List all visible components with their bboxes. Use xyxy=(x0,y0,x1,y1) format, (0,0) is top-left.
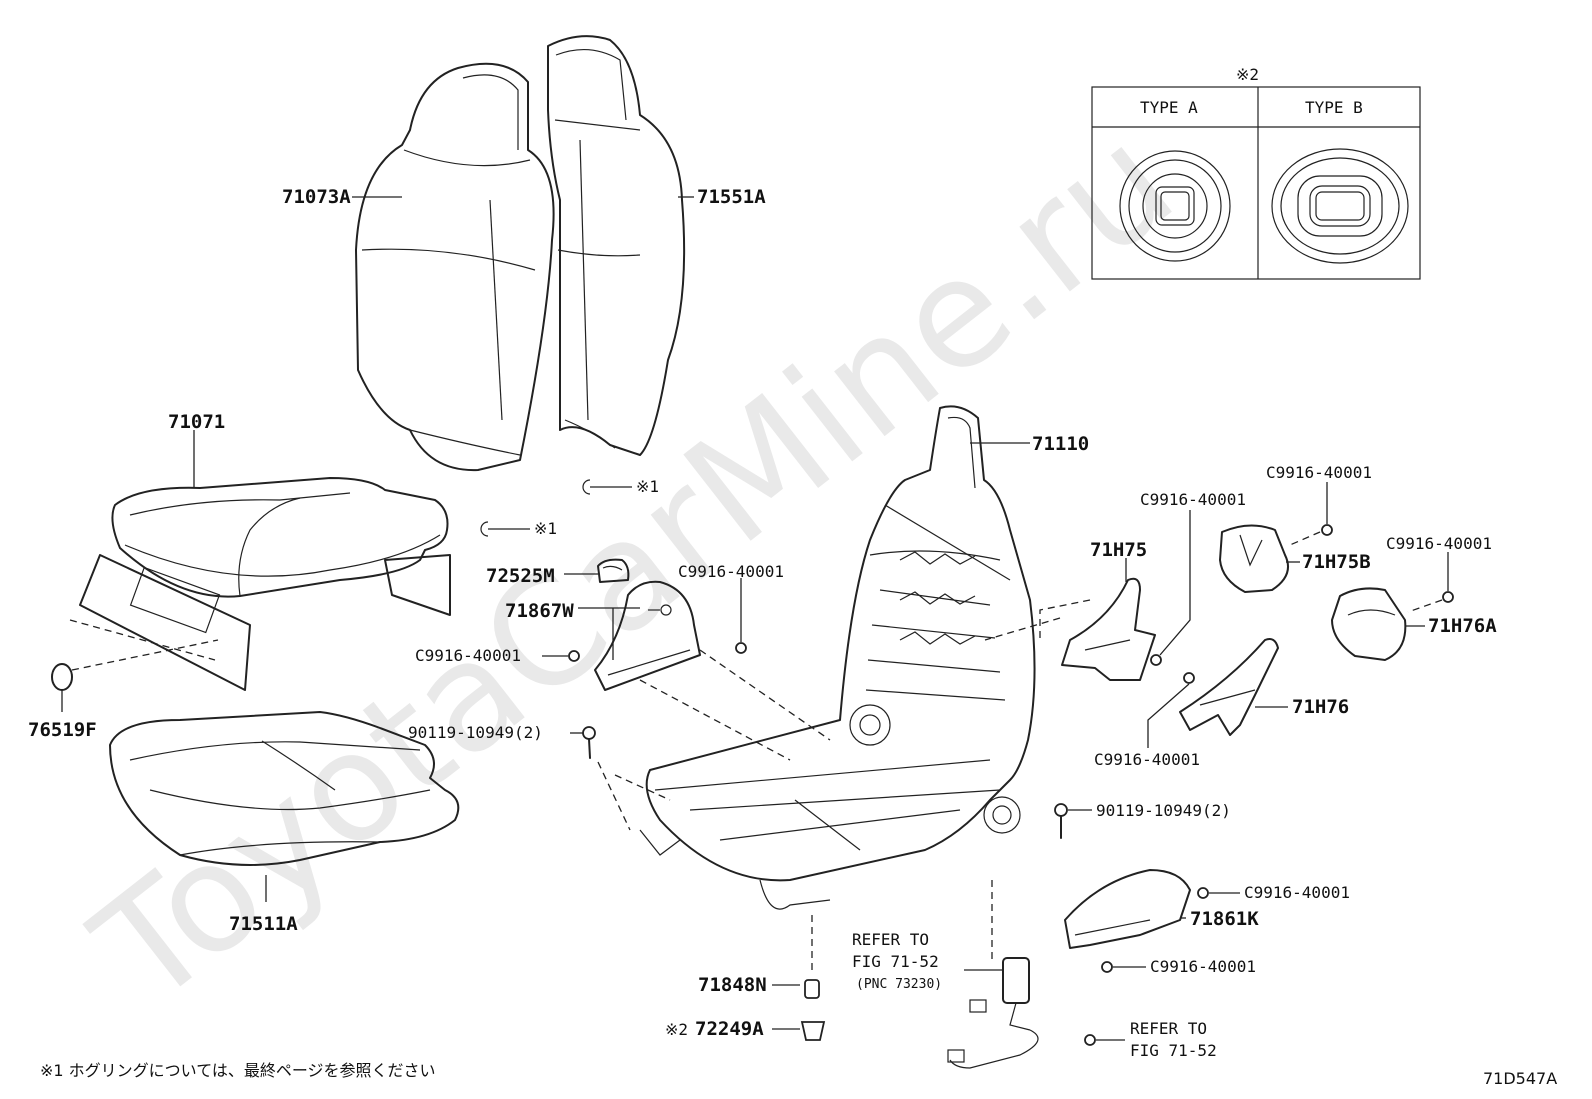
dash-bolt-left-2 xyxy=(614,774,671,801)
label-c9916-c: C9916-40001 xyxy=(1266,463,1372,482)
cover-71861K xyxy=(1064,869,1191,949)
label-76519F: 76519F xyxy=(28,719,97,741)
label-72525M: 72525M xyxy=(486,565,555,587)
label-bolt-right: 90119-10949(2) xyxy=(1096,801,1231,820)
inset-marker: ※2 xyxy=(1236,65,1259,84)
bolt-left xyxy=(582,726,596,759)
ring-note-2: ※1 xyxy=(534,519,557,538)
seatback-cover-71073A xyxy=(355,62,555,472)
screw-left-2 xyxy=(735,642,747,654)
dash-bolt-left xyxy=(597,761,631,831)
label-71551A: 71551A xyxy=(697,186,766,208)
leader-c9916-e xyxy=(1147,683,1190,748)
refer-a-line3: (PNC 73230) xyxy=(856,977,942,992)
clip-72525M xyxy=(597,558,630,583)
label-c9916-g: C9916-40001 xyxy=(1244,883,1350,902)
dash-hinge-2 xyxy=(699,649,831,741)
dash-71H75-2 xyxy=(1039,599,1091,640)
label-c9916-h: C9916-40001 xyxy=(1150,957,1256,976)
screw-left-1 xyxy=(568,650,580,662)
label-c9916-f: C9916-40001 xyxy=(1140,490,1246,509)
footnote: ※1 ホグリングについては、最終ページを参照ください xyxy=(40,1061,436,1080)
dash-71H75B xyxy=(1289,531,1321,546)
type-inset: ※2 TYPE A TYPE B xyxy=(1091,65,1421,280)
watermark: ToyotaCarMine.ru xyxy=(64,94,1205,1038)
label-71H75: 71H75 xyxy=(1090,539,1147,561)
inset-frame xyxy=(1091,86,1421,280)
hog-ring-1 xyxy=(582,479,632,495)
screw-71H76 xyxy=(1183,672,1195,684)
label-71071: 71071 xyxy=(168,411,225,433)
cover-71H75B xyxy=(1219,524,1289,593)
screw-71H75 xyxy=(1150,654,1162,666)
hinge-cover-71867W xyxy=(594,580,701,691)
label-71H76: 71H76 xyxy=(1292,696,1349,718)
screw-71H76A xyxy=(1442,591,1454,603)
label-c9916-d: C9916-40001 xyxy=(1386,534,1492,553)
label-72249A: 72249A xyxy=(695,1018,764,1040)
screw-71861K-bottom xyxy=(1101,961,1113,973)
ring-note-1: ※1 xyxy=(636,477,659,496)
screw-buckle xyxy=(1084,1034,1096,1046)
label-71H75B: 71H75B xyxy=(1302,551,1371,573)
seat-cushion-pad-71071 xyxy=(79,477,451,691)
cover-71H75 xyxy=(1061,577,1156,681)
cap-76519F xyxy=(51,619,219,691)
refer-b-line2: FIG 71-52 xyxy=(1130,1041,1217,1060)
screw-71861K-top xyxy=(1197,887,1209,899)
figure-code: 71D547A xyxy=(1483,1069,1557,1088)
cover-71H76 xyxy=(1179,638,1279,736)
type-b-grommet xyxy=(1271,148,1409,264)
refer-a-line2: FIG 71-52 xyxy=(852,952,939,971)
mark-72249A: ※2 xyxy=(665,1020,688,1039)
label-71861K: 71861K xyxy=(1190,908,1259,930)
label-c9916-b: C9916-40001 xyxy=(415,646,521,665)
seatback-cover-71551A xyxy=(547,35,686,456)
dash-71H76A xyxy=(1407,599,1443,613)
dash-71H75 xyxy=(984,617,1061,641)
label-71867W: 71867W xyxy=(505,600,574,622)
dash-hinge xyxy=(639,679,791,761)
label-71110: 71110 xyxy=(1032,433,1089,455)
screw-71H75B xyxy=(1321,524,1333,536)
label-71073A: 71073A xyxy=(282,186,351,208)
seat-cushion-cover-71511A xyxy=(109,711,460,866)
grommet-72249A xyxy=(800,1021,826,1041)
type-a-label: TYPE A xyxy=(1140,98,1198,117)
hog-ring-2 xyxy=(480,521,530,537)
label-c9916-e: C9916-40001 xyxy=(1094,750,1200,769)
bolt-right xyxy=(1054,803,1068,839)
seat-frame-71110 xyxy=(639,405,1036,910)
refer-a-line1: REFER TO xyxy=(852,930,929,949)
seat-belt-buckle xyxy=(947,957,1039,1069)
leader-c9916-f xyxy=(1159,510,1191,656)
label-bolt-left: 90119-10949(2) xyxy=(408,723,543,742)
type-b-label: TYPE B xyxy=(1305,98,1363,117)
cover-71H76A xyxy=(1331,587,1407,661)
label-c9916-a: C9916-40001 xyxy=(678,562,784,581)
refer-b-line1: REFER TO xyxy=(1130,1019,1207,1038)
label-71511A: 71511A xyxy=(229,913,298,935)
clip-71848N xyxy=(804,979,820,999)
label-71H76A: 71H76A xyxy=(1428,615,1497,637)
label-71848N: 71848N xyxy=(698,974,767,996)
type-a-grommet xyxy=(1119,150,1231,262)
